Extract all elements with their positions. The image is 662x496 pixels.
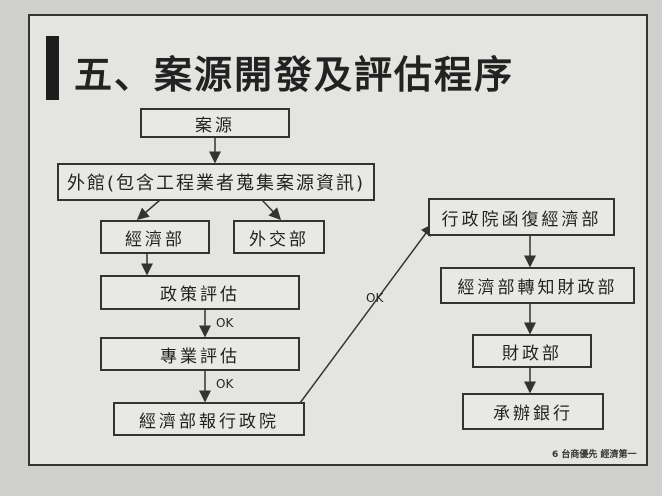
- node-moea-notify: 經濟部轉知財政部: [440, 267, 635, 304]
- slide-footer: 6 台商優先 經濟第一: [552, 450, 637, 460]
- title-accent-bar: [46, 36, 59, 100]
- node-case-source: 案源: [140, 108, 290, 138]
- node-mof: 財政部: [472, 334, 592, 368]
- node-policy-eval: 政策評估: [100, 275, 300, 310]
- edge-label-ok: OK: [216, 316, 234, 330]
- arrow-report-ey: [299, 223, 433, 404]
- node-moea-report: 經濟部報行政院: [113, 402, 305, 436]
- node-embassy: 外館(包含工程業者蒐集案源資訊): [57, 163, 375, 201]
- node-moea: 經濟部: [100, 220, 210, 254]
- edge-label-ok: OK: [366, 291, 384, 305]
- arrow-embassy-mofa: [261, 199, 282, 221]
- node-mofa: 外交部: [233, 220, 325, 254]
- node-bank: 承辦銀行: [462, 393, 604, 430]
- arrow-embassy-moea: [136, 199, 161, 220]
- edge-label-ok: OK: [216, 377, 234, 391]
- slide-title: 五、案源開發及評估程序: [74, 53, 515, 97]
- node-pro-eval: 專業評估: [100, 337, 300, 371]
- node-ey-reply: 行政院函復經濟部: [428, 198, 615, 236]
